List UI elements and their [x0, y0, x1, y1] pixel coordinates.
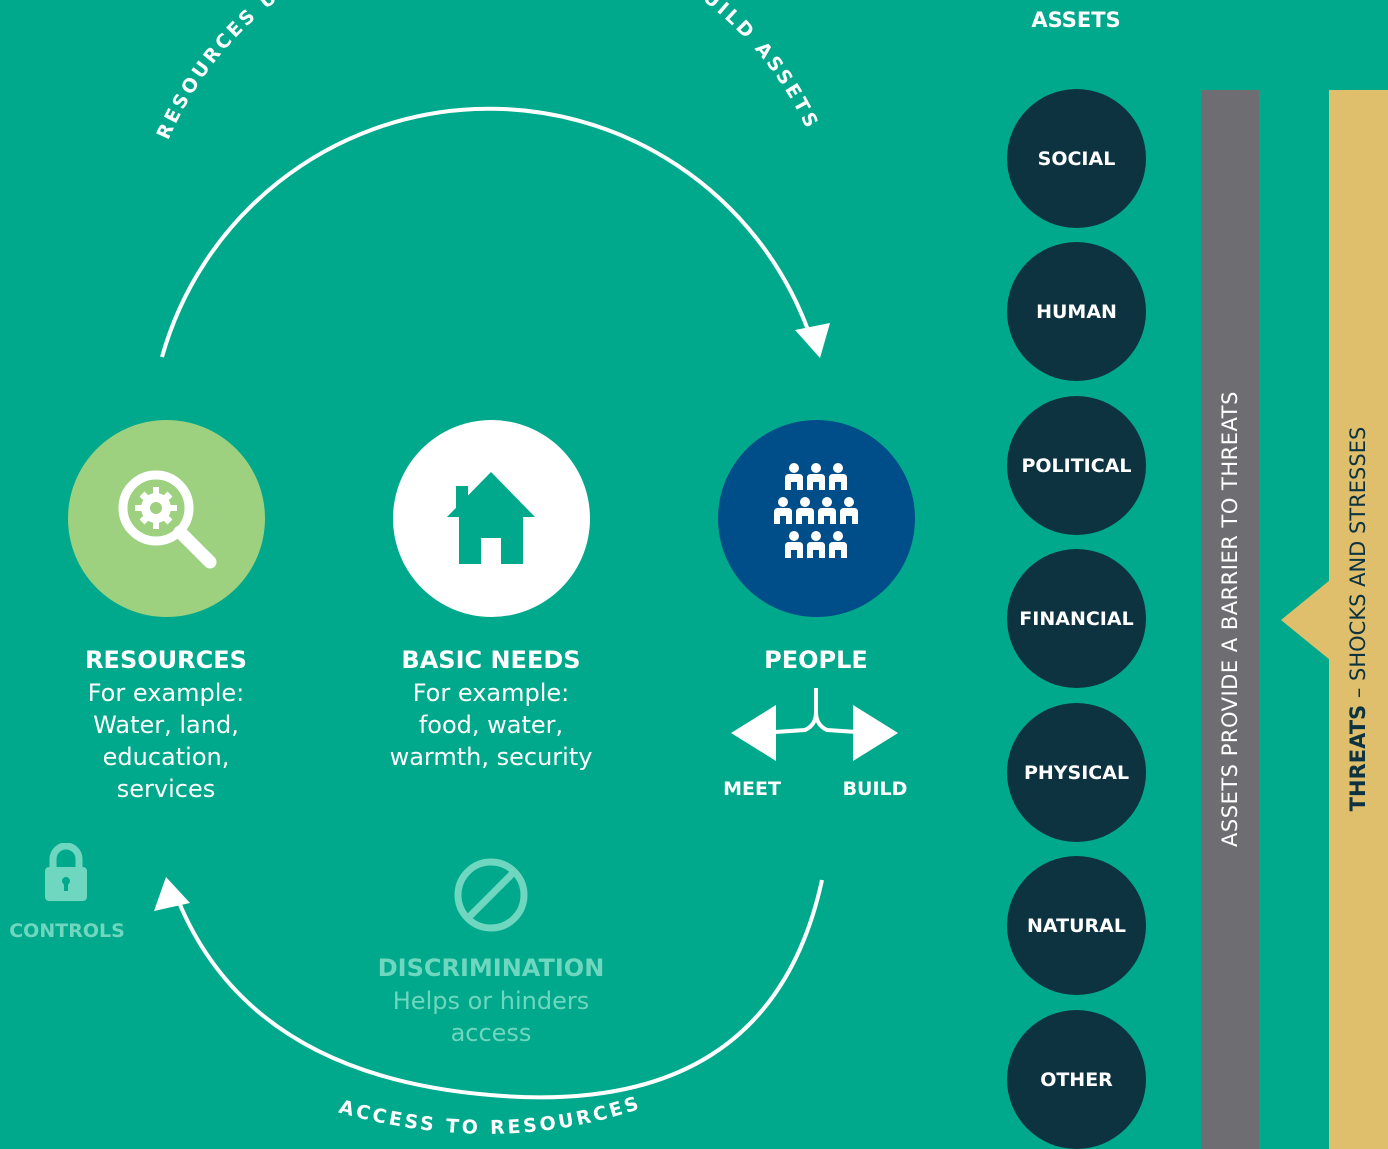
asset-political: POLITICAL: [1007, 396, 1146, 535]
resources-title: RESOURCES: [85, 646, 247, 674]
person-figure: [785, 463, 803, 490]
discrimination-description: Helps or hinders access: [392, 987, 590, 1047]
bottom-arrowhead: [154, 877, 190, 911]
person-figure: [785, 531, 803, 558]
gear-magnifier-icon: [118, 470, 217, 569]
bottom-cycle-arrow: [176, 879, 824, 1100]
threats-bold: THREATS: [1346, 704, 1370, 812]
padlock-icon: [45, 843, 87, 901]
house-icon: [447, 472, 535, 564]
basic-needs-circle: [393, 420, 590, 617]
build-label: BUILD: [842, 778, 908, 800]
resources-circle: [68, 420, 265, 617]
person-figure: [796, 497, 814, 524]
discrimination-title: DISCRIMINATION: [377, 954, 605, 982]
threats-rest: – SHOCKS AND STRESSES: [1346, 426, 1370, 705]
person-figure: [807, 463, 825, 490]
top-arrowhead: [795, 323, 830, 358]
barrier-bar: [1201, 90, 1259, 1149]
meet-label: MEET: [723, 778, 781, 800]
person-figure: [818, 497, 836, 524]
build-arrowhead: [853, 705, 898, 761]
resources-description: For example: Water, land, education, ser…: [87, 679, 245, 803]
basic-needs-description: For example: food, water, warmth, securi…: [389, 679, 593, 771]
prohibited-icon: [454, 858, 528, 932]
meet-arrowhead: [731, 705, 776, 761]
threats-label: THREATS – SHOCKS AND STRESSES: [1343, 319, 1373, 919]
person-figure: [807, 531, 825, 558]
asset-social: SOCIAL: [1007, 89, 1146, 228]
person-figure: [829, 531, 847, 558]
person-figure: [774, 497, 792, 524]
people-group-icon: [774, 463, 858, 558]
asset-human: HUMAN: [1007, 242, 1146, 381]
top-cycle-arrow: [160, 106, 810, 358]
people-circle: [718, 420, 915, 617]
person-figure: [829, 463, 847, 490]
asset-other: OTHER: [1007, 1010, 1146, 1149]
bottom-arc-label: ACCESS TO RESOURCES: [337, 1092, 644, 1139]
threats-bar: [1329, 90, 1388, 1149]
basic-needs-title: BASIC NEEDS: [401, 646, 581, 674]
asset-financial: FINANCIAL: [1007, 549, 1146, 688]
assets-heading: ASSETS: [1031, 8, 1121, 32]
controls-label: CONTROLS: [9, 920, 125, 942]
people-title: PEOPLE: [764, 646, 868, 674]
meet-build-arrows: [731, 688, 898, 761]
person-figure: [840, 497, 858, 524]
barrier-label: ASSETS PROVIDE A BARRIER TO THREATS: [1218, 391, 1242, 847]
threats-pointer: [1281, 580, 1330, 660]
asset-natural: NATURAL: [1007, 856, 1146, 995]
top-arc-label: RESOURCES USED TO MEET BASIC NEEDS AND B…: [153, 0, 824, 143]
asset-physical: PHYSICAL: [1007, 703, 1146, 842]
